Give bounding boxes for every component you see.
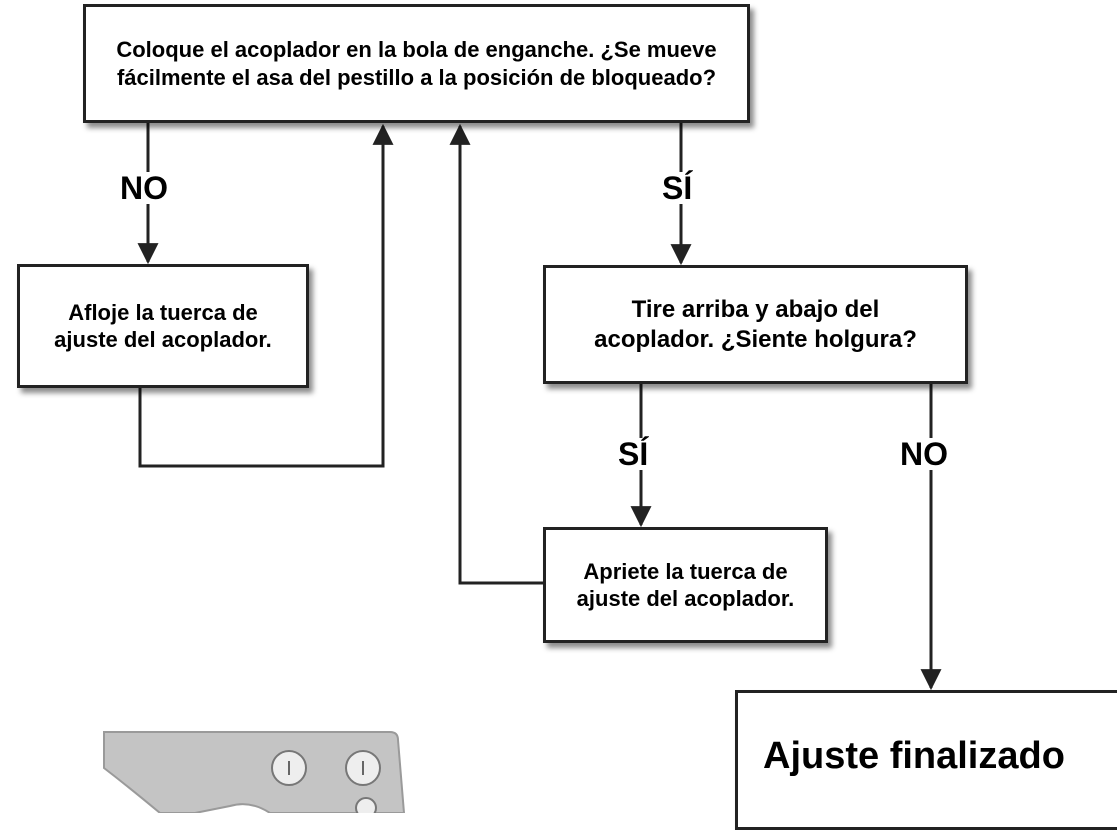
connector-left-back-to-top <box>138 123 394 468</box>
node-loosen-nut-text: Afloje la tuerca de ajuste del acoplador… <box>54 299 272 353</box>
connector-layer <box>137 123 942 691</box>
node-tighten-nut-text: Apriete la tuerca de ajuste del acoplado… <box>576 558 795 612</box>
label-no-right: NO <box>898 436 950 472</box>
node-tighten-nut: Apriete la tuerca de ajuste del acoplado… <box>543 527 828 643</box>
label-si-mid: SÍ <box>616 436 651 472</box>
label-si-top: SÍ <box>660 170 695 206</box>
label-no-left: NO <box>118 170 170 206</box>
node-adjustment-finished: Ajuste finalizado <box>735 690 1117 830</box>
node-check-play-text: Tire arriba y abajo del acoplador. ¿Sien… <box>594 295 917 353</box>
connector-low-back-to-top <box>449 123 543 585</box>
node-adjustment-finished-text: Ajuste finalizado <box>763 735 1065 777</box>
node-check-play: Tire arriba y abajo del acoplador. ¿Sien… <box>543 265 968 384</box>
coupler-illustration-icon <box>103 731 406 813</box>
node-place-coupler: Coloque el acoplador en la bola de engan… <box>83 4 750 123</box>
node-place-coupler-text: Coloque el acoplador en la bola de engan… <box>116 37 717 90</box>
node-loosen-nut: Afloje la tuerca de ajuste del acoplador… <box>17 264 309 388</box>
